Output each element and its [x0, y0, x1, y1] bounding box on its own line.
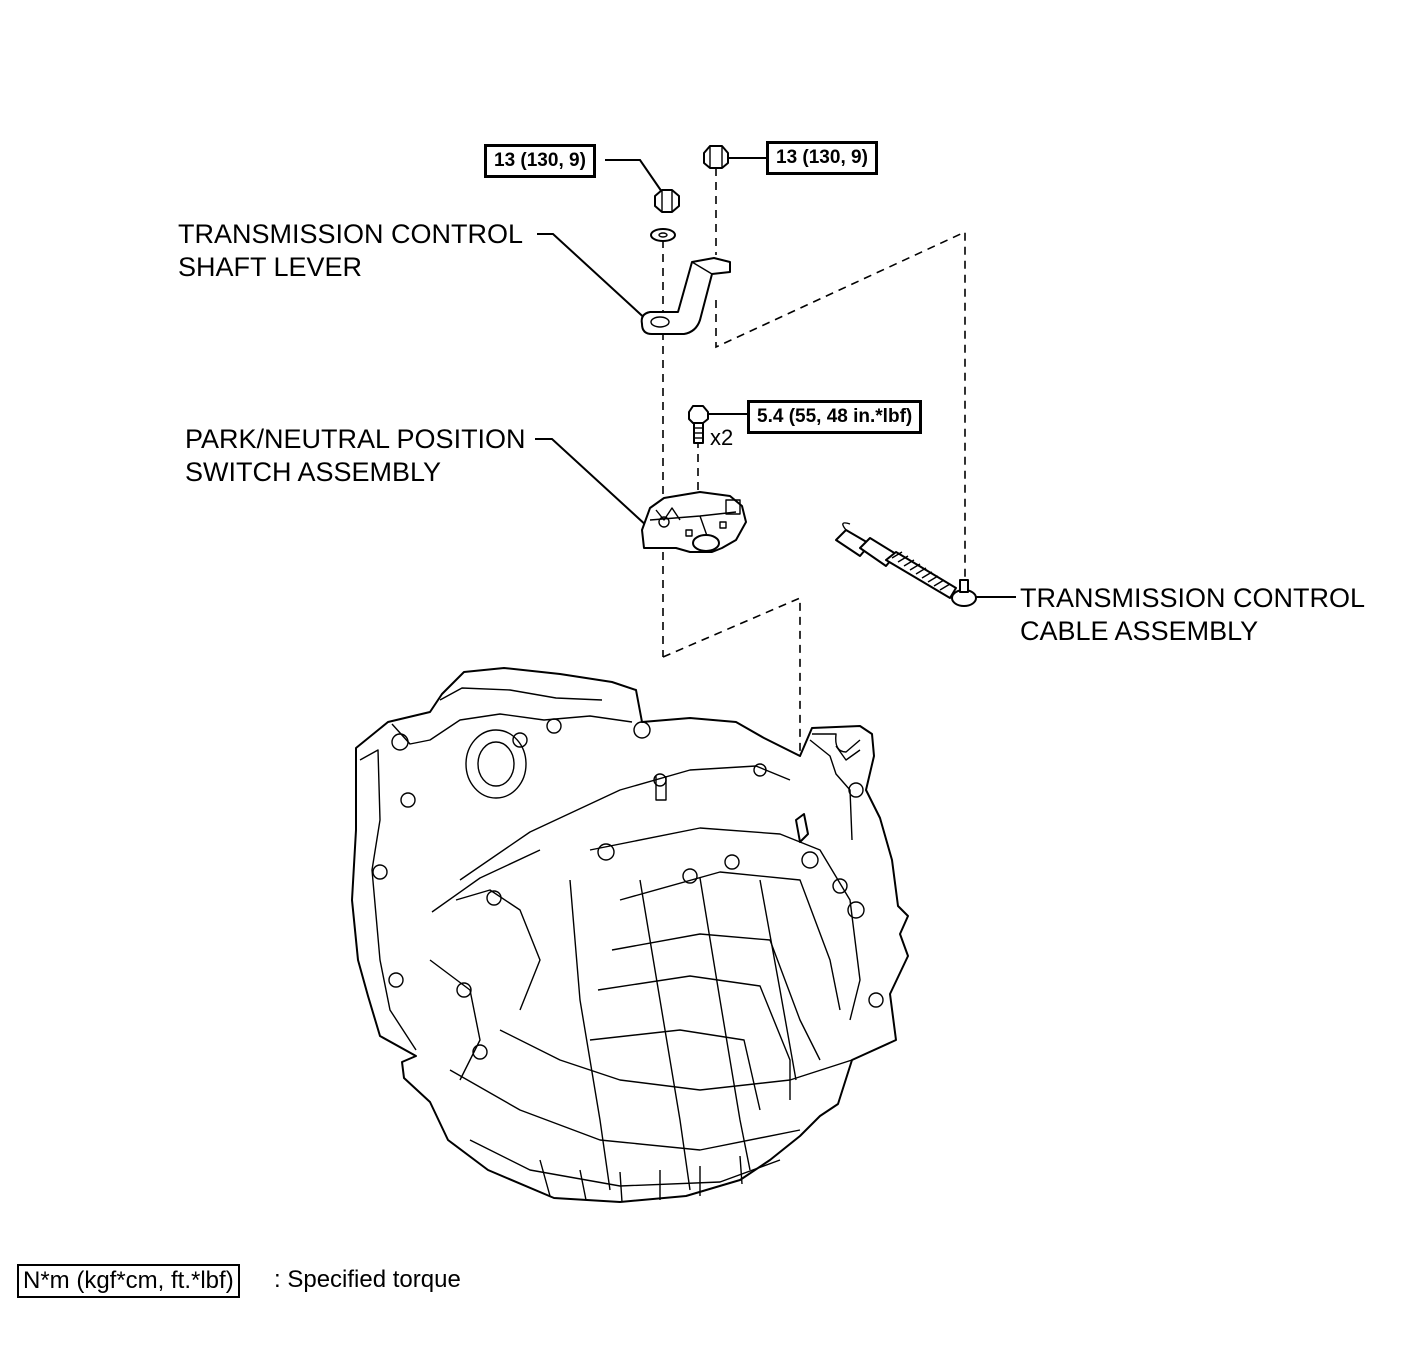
- cable-nut: [703, 145, 729, 169]
- torque-box-cable-nut: 13 (130, 9): [766, 141, 878, 175]
- torque-box-lever-nut: 13 (130, 9): [484, 144, 596, 178]
- shaft-lever: [640, 257, 731, 335]
- label-cable-line2: CABLE ASSEMBLY: [1020, 616, 1259, 646]
- label-pnp-switch-line1: PARK/NEUTRAL POSITION: [185, 424, 526, 454]
- label-pnp-switch-line2: SWITCH ASSEMBLY: [185, 457, 442, 487]
- part-leaders: [535, 233, 1016, 598]
- washer: [650, 228, 676, 242]
- legend-description: : Specified torque: [274, 1266, 461, 1293]
- park-neutral-switch: [641, 491, 747, 553]
- control-cable: [835, 522, 977, 607]
- bolt-quantity: x2: [710, 425, 734, 450]
- torque-box-switch-bolt: 5.4 (55, 48 in.*lbf): [747, 400, 923, 434]
- label-shaft-lever-line2: SHAFT LEVER: [178, 252, 363, 282]
- lever-nut: [654, 189, 680, 213]
- switch-bolt: [688, 405, 709, 444]
- legend-units-box: N*m (kgf*cm, ft.*lbf): [17, 1264, 240, 1298]
- torque-leaders: [605, 157, 766, 415]
- label-shaft-lever-line1: TRANSMISSION CONTROL: [178, 219, 524, 249]
- transaxle-assembly: [351, 667, 909, 1203]
- label-cable-line1: TRANSMISSION CONTROL: [1020, 583, 1366, 613]
